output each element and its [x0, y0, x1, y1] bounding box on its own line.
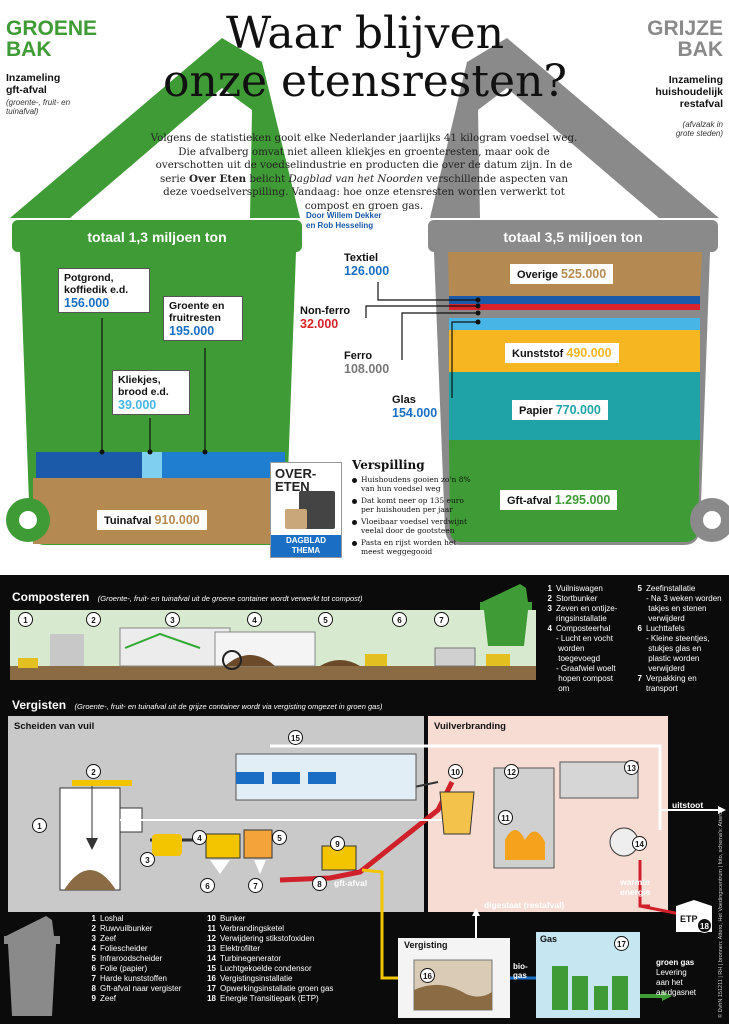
- compost-step-1: 1: [18, 612, 33, 627]
- grey-bin-sub-2: huishoudelijk: [655, 86, 723, 98]
- marker-14: 14: [632, 836, 647, 851]
- gas-label: Gas: [540, 934, 558, 944]
- digestaat-label: digestaat (restafval): [484, 900, 565, 910]
- marker-2: 2: [86, 764, 101, 779]
- marker-16: 16: [420, 968, 435, 983]
- marker-9: 9: [330, 836, 345, 851]
- label-kliekjes: Kliekjes, brood e.d.39.000: [112, 370, 190, 415]
- green-bin-sub-2: gft-afval: [6, 84, 47, 96]
- label-potgrond: Potgrond, koffiedik e.d.156.000: [58, 268, 150, 313]
- byline-1: Door Willem Dekker: [306, 211, 382, 220]
- grey-bin-sub-3: restafval: [679, 98, 723, 110]
- marker-15: 15: [288, 730, 303, 745]
- marker-5: 5: [272, 830, 287, 845]
- grey-bin-icon: [6, 916, 54, 936]
- grey-bin-textiel: [449, 296, 700, 304]
- grey-bin-rim: [428, 220, 718, 252]
- marker-18: 18: [697, 918, 712, 933]
- compost-step-5: 5: [318, 612, 333, 627]
- green-bin-title-2: BAK: [6, 38, 52, 61]
- label-papier: Papier 770.000: [512, 400, 608, 420]
- vergisten-heading: Vergisten (Groente-, fruit- en tuinafval…: [12, 698, 383, 712]
- label-nonferro: Non-ferro 32.000: [300, 305, 351, 331]
- intro-text: Volgens de statistieken gooit elke Neder…: [150, 132, 578, 212]
- label-gft: Gft-afval 1.295.000: [500, 490, 618, 510]
- label-kunststof: Kunststof 490.000: [505, 343, 619, 363]
- grey-bin-nonferro: [449, 304, 700, 310]
- label-tuinafval: Tuinafval 910.000: [97, 510, 207, 530]
- marker-4: 4: [192, 830, 207, 845]
- uitstoot-label: uitstoot: [672, 800, 704, 810]
- compost-step-3: 3: [165, 612, 180, 627]
- compost-step-4: 4: [247, 612, 262, 627]
- headline-line-2: onze etensresten?: [162, 56, 567, 107]
- marker-6: 6: [200, 878, 215, 893]
- label-ferro: Ferro 108.000: [344, 350, 390, 376]
- grey-bin-title-1: GRIJZE: [647, 17, 723, 40]
- grey-bin-title-2: BAK: [677, 38, 724, 61]
- green-bin-total: totaal 1,3 miljoen ton: [87, 229, 227, 245]
- green-bin-title-1: GROENE: [6, 17, 98, 40]
- marker-13: 13: [624, 760, 639, 775]
- green-bin-stripe-dark-blue: [36, 452, 142, 478]
- verspilling-box: Verspilling Huishoudens gooien zo'n 8% v…: [352, 458, 472, 559]
- verspilling-item: Pasta en rijst worden het meest weggegoo…: [352, 538, 472, 556]
- gft-label: gft-afval: [334, 878, 368, 888]
- compost-step-2: 2: [86, 612, 101, 627]
- marker-8: 8: [312, 876, 327, 891]
- scheiden-label: Scheiden van vuil: [14, 721, 95, 732]
- green-bin-sub-1: Inzameling: [6, 72, 61, 84]
- etp-label: ETP: [680, 914, 698, 924]
- biogas-label: bio-gas: [513, 962, 528, 980]
- marker-17: 17: [614, 936, 629, 951]
- verspilling-title: Verspilling: [352, 458, 425, 472]
- label-textiel: Textiel 126.000: [344, 252, 390, 278]
- verspilling-item: Vloeibaar voedsel verdwijnt veelal door …: [352, 517, 472, 535]
- green-bin-stripe-blue: [162, 452, 285, 478]
- grey-bin-total: totaal 3,5 miljoen ton: [503, 229, 643, 245]
- compost-step-6: 6: [392, 612, 407, 627]
- green-bin-note: (groente-, fruit- en tuinafval): [6, 98, 71, 116]
- marker-7: 7: [248, 878, 263, 893]
- green-bin-stripe-light-blue: [142, 452, 162, 478]
- credit-line: © DvhN 151211 | RH | bronnen: Attero, He…: [718, 811, 724, 1018]
- grey-bin-ferro: [449, 310, 700, 318]
- marker-10: 10: [448, 764, 463, 779]
- byline-2: en Rob Hesseling: [306, 221, 374, 230]
- marker-1: 1: [32, 818, 47, 833]
- label-glas: Glas 154.000: [392, 394, 438, 420]
- compost-step-7: 7: [434, 612, 449, 627]
- composteren-heading: Composteren (Groente-, fruit- en tuinafv…: [12, 590, 363, 604]
- vuilverbranding-label: Vuilverbranding: [434, 721, 506, 732]
- marker-12: 12: [504, 764, 519, 779]
- verspilling-item: Dat komt neer op 135 euro per huishouden…: [352, 496, 472, 514]
- marker-11: 11: [498, 810, 513, 825]
- vergisting-label: Vergisting: [404, 940, 448, 950]
- grey-bin-glas: [449, 318, 700, 330]
- levering-label: groen gas Levering aan het aardgasnet: [656, 958, 697, 997]
- grey-bin-sub-1: Inzameling: [668, 74, 723, 86]
- grey-bin-note: (afvalzak in grote steden): [675, 120, 723, 138]
- headline-line-1: Waar blijven: [225, 8, 505, 59]
- green-bin-rim: [12, 220, 302, 252]
- vergisten-diagram: [4, 716, 726, 1018]
- verspilling-item: Huishoudens gooien zo'n 8% van hun voeds…: [352, 475, 472, 493]
- label-overige: Overige 525.000: [510, 264, 614, 284]
- marker-3: 3: [140, 852, 155, 867]
- green-bin-icon: [480, 584, 532, 646]
